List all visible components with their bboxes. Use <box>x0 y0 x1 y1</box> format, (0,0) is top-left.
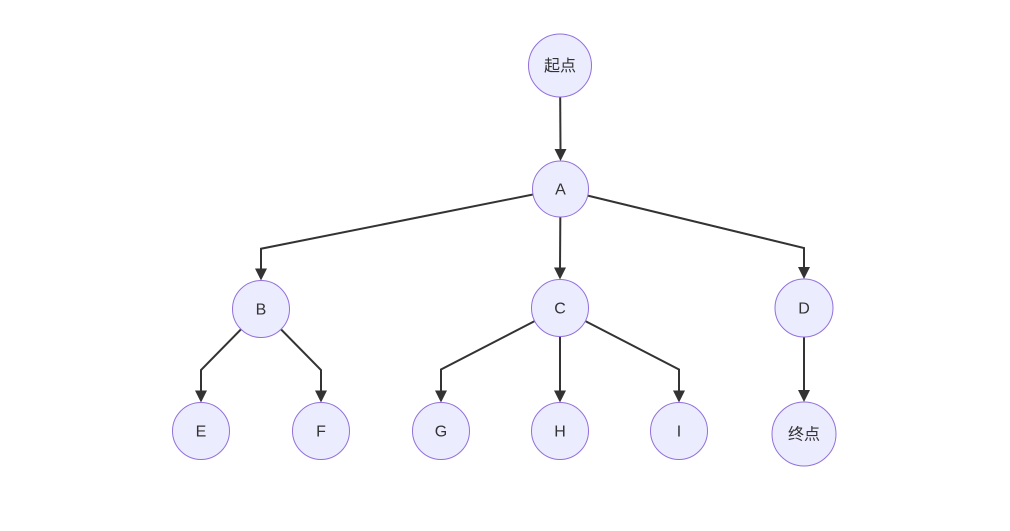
node-layer: 起点 A B C D E F G H I 终点 <box>172 33 837 467</box>
node-I: I <box>650 402 708 460</box>
edge-A-B <box>260 188 561 271</box>
edge-A-D <box>560 188 805 269</box>
node-start: 起点 <box>528 33 592 98</box>
node-D: D <box>774 278 834 338</box>
node-end-label: 终点 <box>788 426 820 444</box>
arrowhead-B-F <box>315 390 327 403</box>
node-E-circle <box>172 402 230 460</box>
node-D-circle <box>774 278 834 338</box>
node-F-circle <box>292 402 350 460</box>
node-E: E <box>172 402 230 460</box>
node-I-label: I <box>677 424 681 441</box>
node-H-circle <box>531 402 589 460</box>
node-H-label: H <box>554 424 566 441</box>
node-H: H <box>531 402 589 460</box>
node-G-circle <box>412 402 470 460</box>
node-A: A <box>532 160 589 218</box>
node-start-circle <box>528 33 592 98</box>
arrowhead-B-E <box>195 390 207 403</box>
arrowhead-start-A <box>554 149 567 161</box>
arrowhead-A-D <box>798 267 810 279</box>
node-F: F <box>292 402 350 460</box>
node-C: C <box>531 279 589 337</box>
node-B: B <box>232 280 290 338</box>
node-G-label: G <box>435 424 447 441</box>
node-B-label: B <box>256 302 267 319</box>
edge-layer <box>195 65 810 403</box>
node-start-label: 起点 <box>544 57 576 75</box>
node-G: G <box>412 402 470 460</box>
arrowhead-D-end <box>798 390 810 402</box>
node-E-label: E <box>196 424 207 441</box>
arrowhead-C-G <box>435 390 447 403</box>
node-I-circle <box>650 402 708 460</box>
node-A-circle <box>532 160 589 218</box>
node-D-label: D <box>798 301 810 318</box>
arrowhead-A-C <box>554 267 566 280</box>
node-C-circle <box>531 279 589 337</box>
arrowhead-A-B <box>255 268 267 281</box>
node-C-label: C <box>554 301 566 318</box>
edge-C-G <box>440 307 561 393</box>
edge-C-I <box>559 307 680 393</box>
node-A-label: A <box>555 182 566 199</box>
node-F-label: F <box>316 424 326 441</box>
arrowhead-C-H <box>554 390 566 403</box>
node-end-circle <box>771 401 837 467</box>
node-end: 终点 <box>771 401 837 467</box>
arrowhead-C-I <box>673 390 685 403</box>
node-B-circle <box>232 280 290 338</box>
